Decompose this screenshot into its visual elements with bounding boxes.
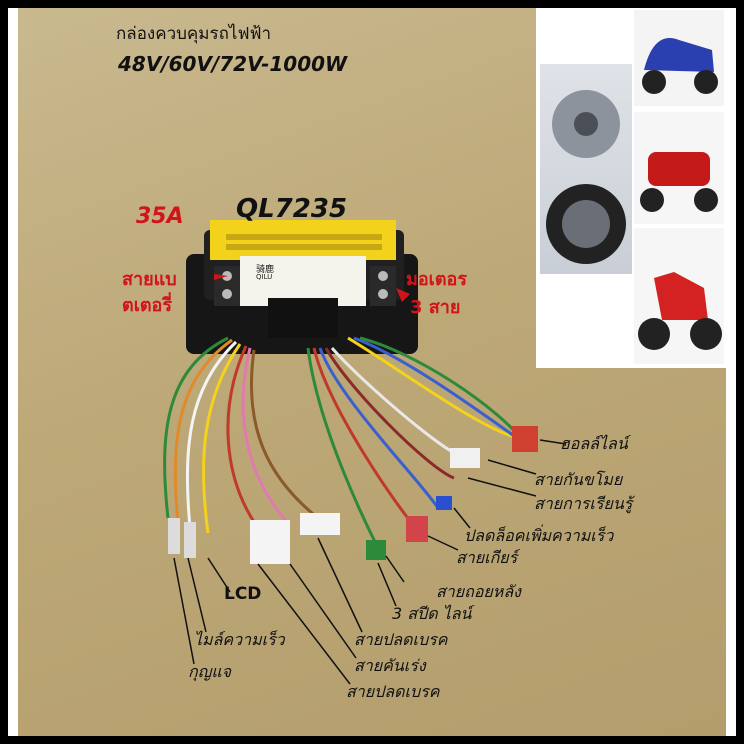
label-battery-line2: ตเตอรี่ xyxy=(122,295,173,316)
label-brake-release-2: สายปลดเบรค xyxy=(346,682,440,701)
gear-connector xyxy=(406,516,428,542)
title-thai: กล่องควบคุมรถไฟฟ้า xyxy=(116,24,272,44)
product-photo: กล่องควบคุมรถไฟฟ้า 48V/60V/72V-1000W 35A… xyxy=(18,8,726,736)
trike-thumbnail xyxy=(634,112,724,224)
label-hall: ฮอลล์ไลน์ xyxy=(560,434,628,453)
green-connector xyxy=(366,540,386,560)
left-wire-bundle xyxy=(163,336,319,534)
title-voltage: 48V/60V/72V-1000W xyxy=(118,52,348,76)
hub-motor-thumbnail xyxy=(540,64,632,274)
white-connector xyxy=(450,448,480,468)
label-gear: สายเกียร์ xyxy=(456,548,518,567)
label-learning: สายการเรียนรู้ xyxy=(534,494,633,513)
label-key: กุญแจ xyxy=(188,662,232,681)
label-three-speed: 3 สปีด ไลน์ xyxy=(392,604,472,623)
right-wire-bundle xyxy=(306,336,526,549)
ebike-thumbnail xyxy=(634,228,724,364)
label-speedometer: ไมล์ความเร็ว xyxy=(194,630,285,649)
spec-label xyxy=(240,256,366,306)
label-anti-theft: สายกันขโมย xyxy=(534,470,623,489)
image-frame: กล่องควบคุมรถไฟฟ้า 48V/60V/72V-1000W 35A… xyxy=(8,8,736,736)
label-battery-line1: สายแบ xyxy=(122,269,177,290)
scooter-thumbnail xyxy=(634,10,724,106)
current-rating: 35A xyxy=(136,204,184,229)
label-reverse: สายถอยหลัง xyxy=(436,582,521,601)
brand-mark-cn: 骑鹿 xyxy=(256,265,275,275)
thumbnail-panel xyxy=(536,8,726,368)
label-motor-line1: มอเตอร xyxy=(406,269,467,290)
model-number: QL7235 xyxy=(236,194,348,224)
brand-mark: QILU xyxy=(256,273,273,281)
label-lcd: LCD xyxy=(224,584,262,604)
hall-connector xyxy=(512,426,538,452)
label-motor-line2: 3 สาย xyxy=(410,297,461,318)
label-speed-unlock: ปลดล็อคเพิ่มความเร็ว xyxy=(464,526,614,545)
lcd-connector xyxy=(250,520,290,564)
controller-illustration xyxy=(163,220,567,685)
blue-connector xyxy=(436,496,452,510)
pointer-lines xyxy=(173,439,567,685)
label-throttle: สายคันเร่ง xyxy=(354,656,426,675)
battery-arrow xyxy=(214,274,228,280)
motor-arrow xyxy=(396,288,410,302)
brake-connector xyxy=(300,513,340,535)
label-brake-release-1: สายปลดเบรค xyxy=(354,630,448,649)
